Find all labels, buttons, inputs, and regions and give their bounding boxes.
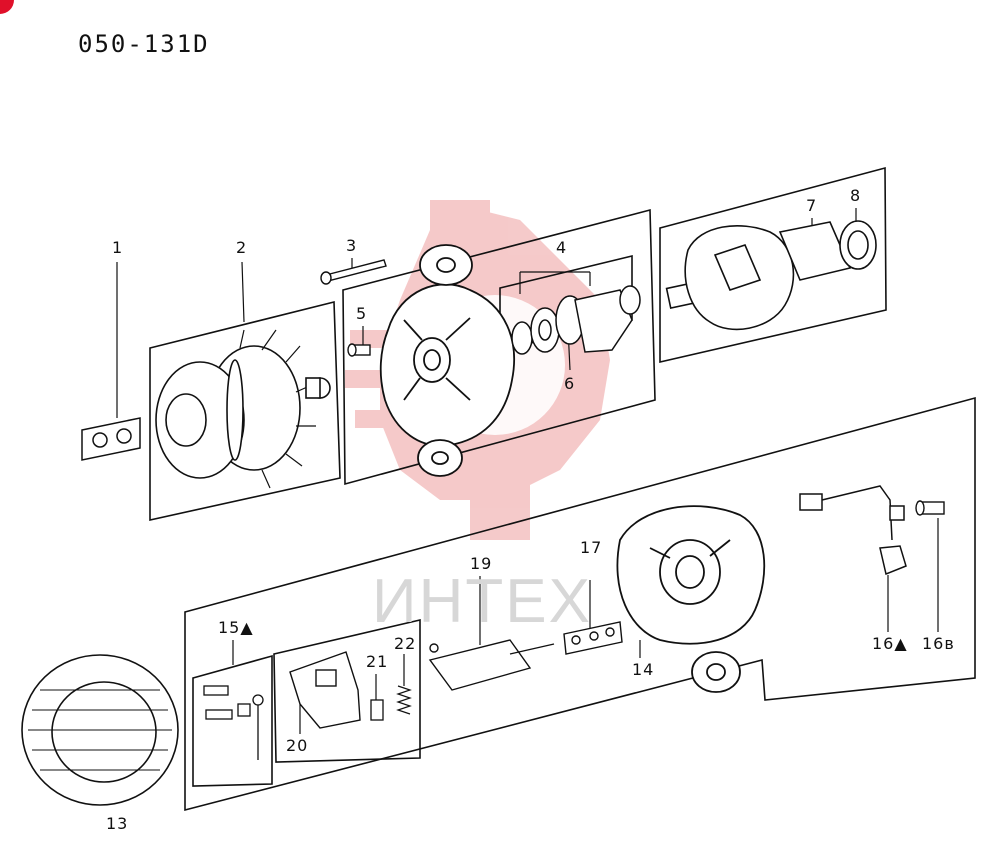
part-13-stator <box>21 654 179 806</box>
panel-rotor <box>659 166 887 364</box>
part-front-housing <box>379 244 515 477</box>
part-21-brush <box>370 699 384 721</box>
part-16-wire-harness <box>799 485 907 576</box>
part-15-screws <box>203 685 264 760</box>
callout-17: 17 <box>580 538 603 557</box>
part-rotor <box>665 220 877 331</box>
callout-5: 5 <box>356 304 368 323</box>
callout-13: 13 <box>106 814 129 833</box>
panel-brush-holder <box>273 618 421 763</box>
panel-rear-assembly <box>184 396 976 812</box>
callout-14: 14 <box>632 660 655 679</box>
part-22-spring <box>396 685 412 715</box>
part-4-6-bearing-retainer <box>511 285 641 355</box>
part-14-rear-housing <box>616 505 766 693</box>
watermark-text: ИНТЕХ <box>372 567 592 636</box>
callout-21: 21 <box>366 652 389 671</box>
panel-pulley-fan <box>149 300 341 521</box>
panel-diode-screws <box>192 654 273 787</box>
diagram-code: 050-131D <box>78 30 210 58</box>
callout-15: 15▲ <box>218 618 254 637</box>
part-20-brush-holder <box>289 651 361 729</box>
callout-3: 3 <box>346 236 358 255</box>
callout-2: 2 <box>236 238 248 257</box>
part-19-rectifier <box>428 639 555 691</box>
callout-1: 1 <box>112 238 124 257</box>
part-2-pulley-fan <box>155 329 331 489</box>
callout-6: 6 <box>564 374 576 393</box>
callout-20: 20 <box>286 736 309 755</box>
leader-lines <box>116 208 939 734</box>
callout-16a: 16▲ <box>872 634 908 653</box>
callout-7: 7 <box>806 196 818 215</box>
callout-4: 4 <box>556 238 568 257</box>
callout-22: 22 <box>394 634 417 653</box>
part-5-screw <box>347 343 371 357</box>
callout-8: 8 <box>850 186 862 205</box>
callout-19: 19 <box>470 554 493 573</box>
part-17-insulator-plate <box>563 621 623 655</box>
callout-16b: 16в <box>922 634 955 653</box>
part-1-shim-plate <box>81 417 141 461</box>
part-3-through-bolt <box>320 259 387 285</box>
panel-front-housing <box>342 208 656 486</box>
part-16b-bolt <box>915 500 945 516</box>
